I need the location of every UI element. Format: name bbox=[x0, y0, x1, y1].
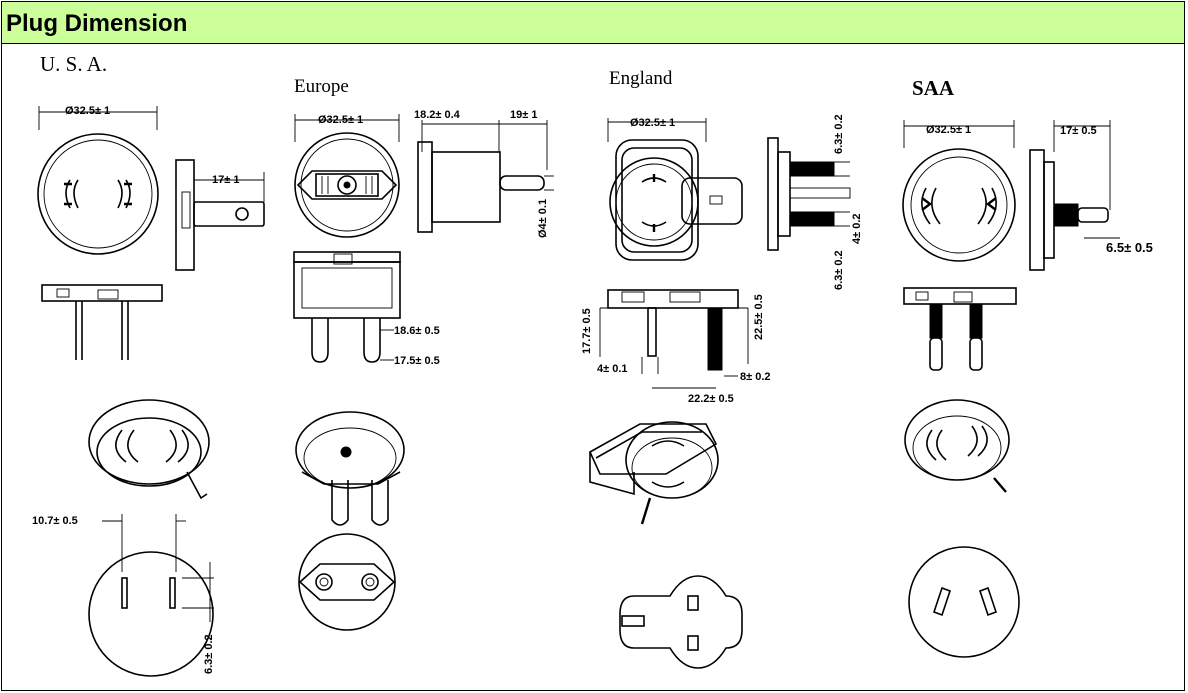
saa-pin-width-dim: 6.5± 0.5 bbox=[1106, 240, 1153, 255]
saa-diameter-dim: Ø32.5± 1 bbox=[926, 124, 971, 136]
usa-diameter-dim: Ø32.5± 1 bbox=[65, 105, 110, 117]
england-drawings: Ø32.5± 1 6.3± 0.2 4± 0.2 6.3± 0.2 bbox=[581, 114, 863, 669]
plug-drawings: Ø32.5± 1 17± 1 bbox=[32, 105, 1153, 677]
europe-drawings: Ø32.5± 1 18.2± 0.4 19± 1 Ø4± 0.1 bbox=[293, 109, 554, 631]
usa-drawings: Ø32.5± 1 17± 1 bbox=[32, 105, 265, 677]
england-pin-gap-dim: 4± 0.2 bbox=[851, 213, 863, 244]
england-pin-width-dim: 8± 0.2 bbox=[740, 371, 771, 383]
england-pin-thickness-dim: 4± 0.1 bbox=[597, 363, 628, 375]
europe-pin-gap-dim: 17.5± 0.5 bbox=[394, 355, 440, 367]
region-label-usa: U. S. A. bbox=[40, 52, 108, 76]
usa-pin-spacing-dim: 10.7± 0.5 bbox=[32, 515, 78, 527]
europe-pin-length-dim: 19± 1 bbox=[510, 109, 537, 121]
usa-pin-length-dim: 17± 1 bbox=[212, 174, 239, 186]
header-bar: Plug Dimension bbox=[2, 2, 1184, 44]
region-label-saa: SAA bbox=[912, 76, 955, 100]
europe-body-dim: 18.2± 0.4 bbox=[414, 109, 461, 121]
europe-pin-span-dim: 18.6± 0.5 bbox=[394, 325, 440, 337]
england-diameter-dim: Ø32.5± 1 bbox=[630, 117, 675, 129]
england-pin-top-dim: 6.3± 0.2 bbox=[833, 114, 845, 154]
england-height-right-dim: 22.5± 0.5 bbox=[753, 294, 765, 340]
england-height-left-dim: 17.7± 0.5 bbox=[581, 308, 593, 354]
england-pin-bottom-dim: 6.3± 0.2 bbox=[833, 250, 845, 290]
england-pin-spacing-dim: 22.2± 0.5 bbox=[688, 393, 734, 405]
usa-pin-width-dim: 6.3± 0.2 bbox=[203, 634, 215, 674]
page-title: Plug Dimension bbox=[6, 10, 188, 37]
europe-pin-diameter-dim: Ø4± 0.1 bbox=[537, 199, 549, 238]
saa-drawings: Ø32.5± 1 17± 0.5 6.5± 0.5 bbox=[902, 120, 1153, 658]
europe-diameter-dim: Ø32.5± 1 bbox=[318, 114, 363, 126]
region-label-europe: Europe bbox=[294, 76, 349, 97]
saa-pin-length-dim: 17± 0.5 bbox=[1060, 125, 1097, 137]
region-label-england: England bbox=[609, 68, 673, 89]
